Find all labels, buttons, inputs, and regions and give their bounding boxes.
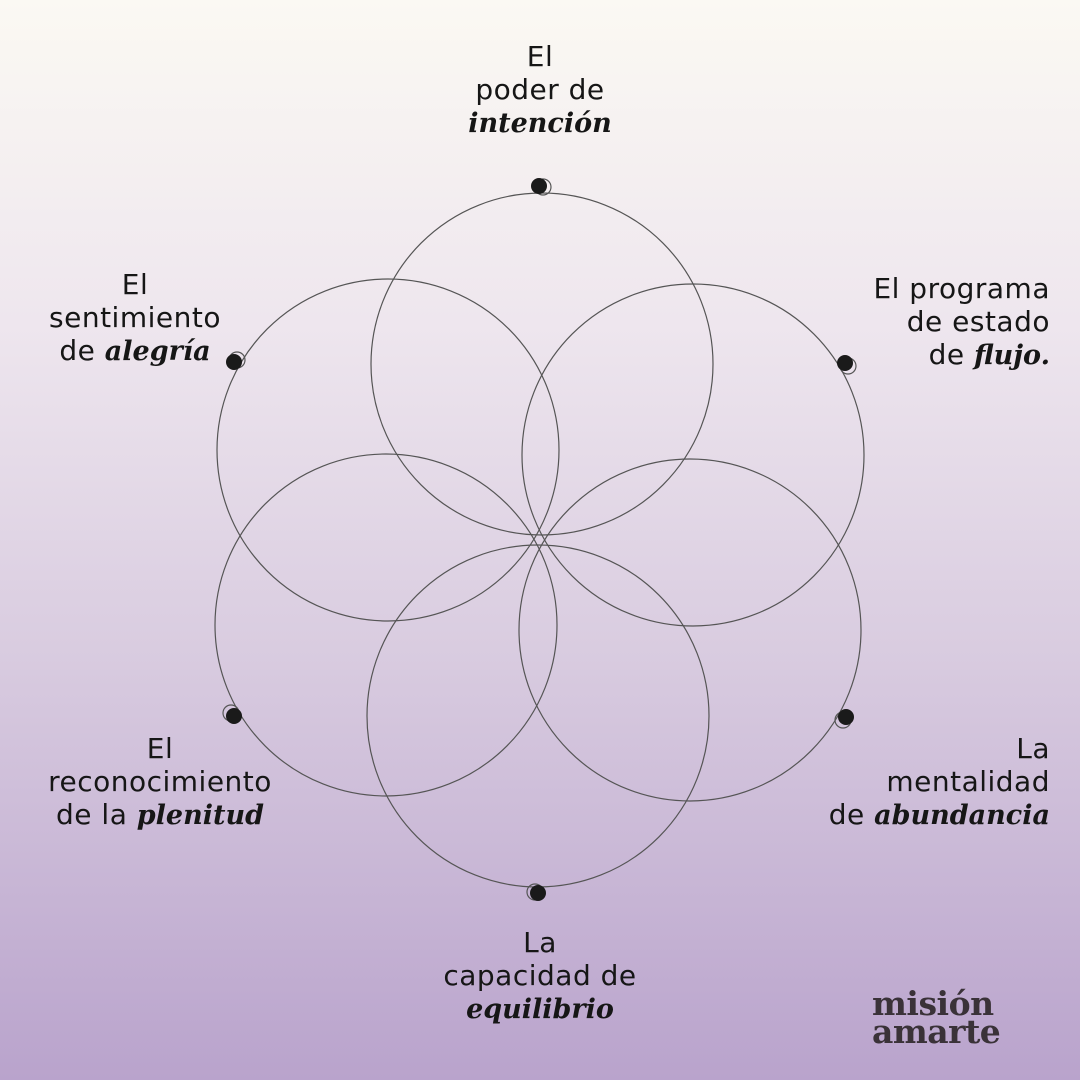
label-bottom-line1: La: [523, 926, 557, 959]
label-bottom-left-prefix: de la: [56, 798, 137, 831]
label-top-line1: El: [526, 40, 554, 73]
label-top-left-line2: sentimiento: [49, 301, 221, 334]
label-top: El poder de intención: [390, 40, 690, 140]
dot-bottom: [526, 883, 546, 901]
dot-top-right: [837, 355, 857, 375]
dot-top: [531, 178, 552, 196]
label-bottom-right-line2: mentalidad: [886, 765, 1050, 798]
circle-top: [370, 192, 714, 536]
label-top-right-line1: El programa: [873, 272, 1050, 305]
label-top-right-emphasis: flujo.: [974, 340, 1050, 371]
circle-bottom-left: [214, 453, 558, 797]
dot-top-left: [226, 351, 246, 370]
label-top-left-line1: El: [121, 268, 149, 301]
label-top-left: El sentimiento de alegría: [30, 268, 240, 368]
label-bottom-left: El reconocimiento de la plenitud: [20, 732, 300, 832]
label-bottom-emphasis: equilibrio: [466, 994, 614, 1025]
circle-bottom: [366, 544, 710, 888]
label-bottom-right-emphasis: abundancia: [874, 800, 1050, 831]
label-bottom-left-line2: reconocimiento: [48, 765, 272, 798]
label-top-right-line2: de estado: [906, 305, 1050, 338]
circle-bottom-right: [518, 458, 862, 802]
label-bottom-left-emphasis: plenitud: [136, 800, 264, 831]
dot-bottom-right: [834, 709, 854, 729]
label-top-right-prefix: de: [928, 338, 975, 371]
label-bottom-left-line1: El: [146, 732, 174, 765]
label-top-left-emphasis: alegría: [104, 336, 211, 367]
label-bottom: La capacidad de equilibrio: [390, 926, 690, 1026]
brand-logo-line2: amarte: [872, 1012, 1001, 1051]
circle-top-right: [521, 283, 865, 627]
label-bottom-right: La mentalidad de abundancia: [770, 732, 1050, 832]
label-top-line2: poder de: [475, 73, 605, 106]
brand-logo-line1: misión: [872, 984, 994, 1023]
label-top-emphasis: intención: [468, 108, 612, 139]
circle-top-left: [216, 278, 560, 622]
label-top-right: El programa de estado de flujo.: [780, 272, 1050, 372]
label-top-left-prefix: de: [59, 334, 105, 367]
brand-logo: misión amarte: [872, 984, 1022, 1051]
label-bottom-right-prefix: de: [828, 798, 875, 831]
label-bottom-line2: capacidad de: [443, 959, 637, 992]
dot-bottom-left: [222, 704, 242, 724]
label-bottom-right-line1: La: [1016, 732, 1050, 765]
